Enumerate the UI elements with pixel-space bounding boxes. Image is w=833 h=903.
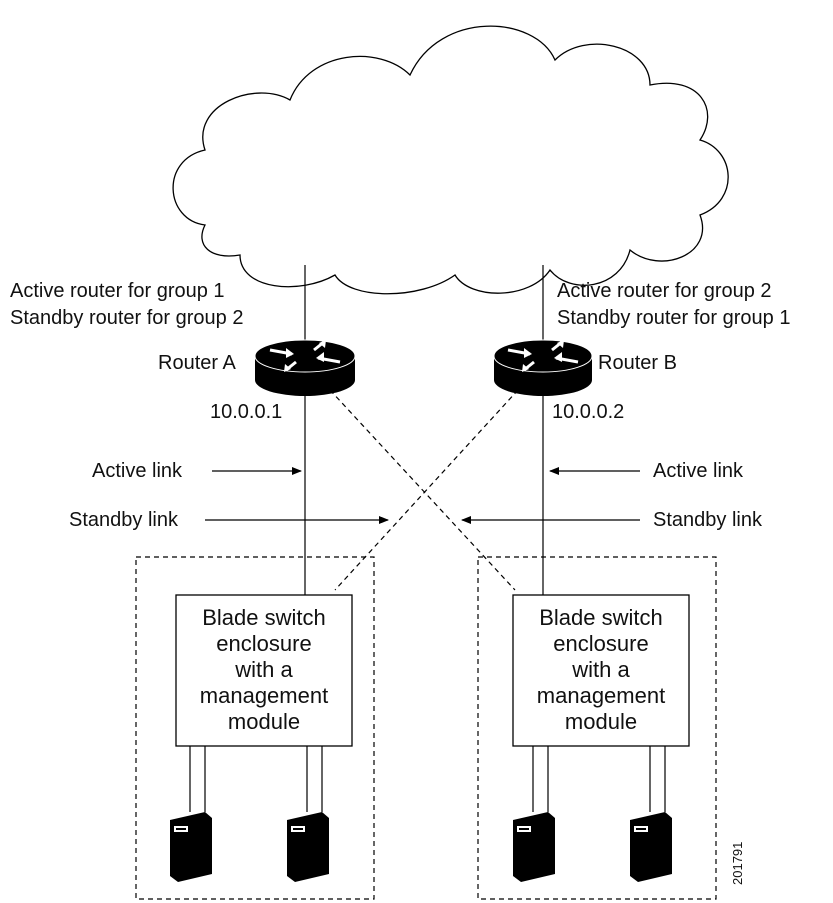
left-server-cables [189,746,323,812]
left-enclosure-line-3: with a [234,657,293,682]
right-enclosure-line-2: enclosure [553,631,648,656]
active-link-right-label: Active link [653,460,744,482]
left-enclosure-box [175,594,353,747]
standby-link-a-to-right [329,389,516,591]
active-link-left-label: Active link [92,460,183,482]
router-a-role-2: Standby router for group 2 [10,307,243,329]
left-enclosure-line-1: Blade switch [202,605,326,630]
figure-id: 201791 [730,842,745,885]
right-enclosure-box [512,594,690,747]
right-enclosure-line-3: with a [571,657,630,682]
right-enclosure-line-4: management [537,683,665,708]
router-b-name: Router B [598,352,677,374]
server-tower-icon [630,812,672,882]
router-b-icon [493,339,593,396]
router-a-name: Router A [158,352,236,374]
router-a-role-1: Active router for group 1 [10,280,225,302]
right-enclosure-line-1: Blade switch [539,605,663,630]
server-tower-icon [170,812,212,882]
right-enclosure-group [477,556,717,900]
network-cloud-icon [172,25,729,295]
router-a-icon [254,339,356,396]
standby-link-left-label: Standby link [69,509,179,531]
left-enclosure-line-4: management [200,683,328,708]
server-tower-icon [513,812,555,882]
server-tower-icon [287,812,329,882]
left-enclosure-line-2: enclosure [216,631,311,656]
standby-link-b-to-left [334,389,519,591]
standby-link-right-label: Standby link [653,509,763,531]
left-enclosure-group [135,556,375,900]
right-enclosure-line-5: module [565,709,637,734]
router-b-role-2: Standby router for group 1 [557,307,790,329]
router-a-ip: 10.0.0.1 [210,401,282,423]
left-enclosure-line-5: module [228,709,300,734]
right-server-cables [532,746,666,812]
router-b-role-1: Active router for group 2 [557,280,772,302]
router-b-ip: 10.0.0.2 [552,401,624,423]
